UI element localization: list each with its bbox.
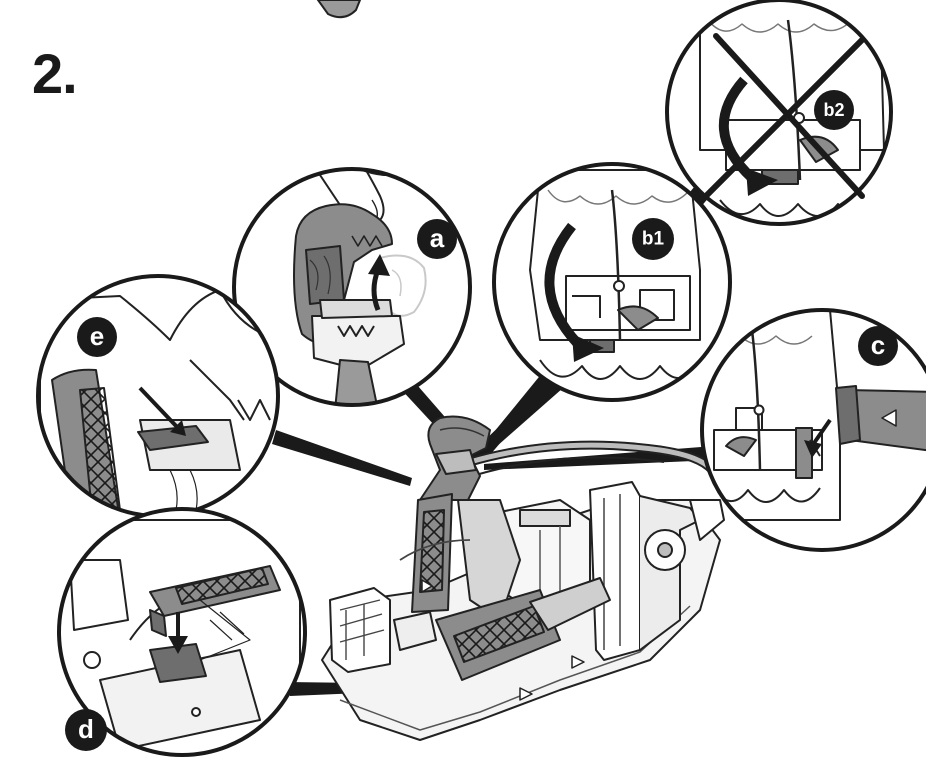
callout-circle-b2: b2 <box>667 0 891 224</box>
callout-circle-c: c <box>700 310 926 550</box>
step-number: 2. <box>32 46 77 102</box>
badge-b1-text: b1 <box>642 229 665 250</box>
top-cropped-part <box>318 0 360 17</box>
badge-a-text: a <box>430 223 445 253</box>
badge-b1: b1 <box>632 218 674 260</box>
badge-a: a <box>417 219 457 259</box>
callout-circle-d: d <box>59 509 305 760</box>
pointer-e <box>272 430 412 486</box>
playset-main <box>322 417 724 741</box>
badge-c: c <box>858 326 898 366</box>
badge-e-text: e <box>90 321 104 351</box>
badge-d: d <box>65 709 107 751</box>
badge-c-text: c <box>871 330 885 360</box>
badge-e: e <box>77 317 117 357</box>
badge-b2: b2 <box>814 90 854 130</box>
badge-b2-text: b2 <box>823 100 844 120</box>
badge-d-text: d <box>78 714 94 744</box>
callout-circle-e: e <box>38 276 280 520</box>
callout-circle-b1: b1 <box>494 164 730 400</box>
